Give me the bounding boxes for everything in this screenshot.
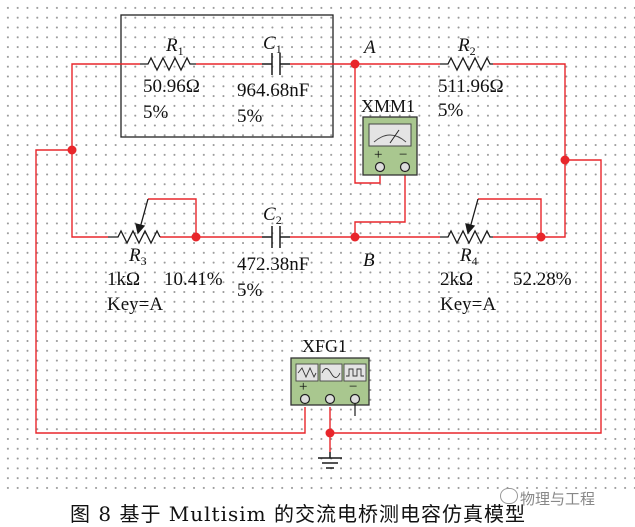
junction-nodes (67, 59, 570, 438)
c1-label: C1 (263, 33, 282, 56)
r3-key: Key=A (107, 294, 164, 315)
c2-tolerance: 5% (237, 280, 263, 301)
schematic-canvas (0, 0, 635, 490)
c2-capacitor[interactable] (262, 226, 290, 248)
junction-node (325, 428, 335, 438)
junction-node (560, 155, 570, 165)
function-generator-minus-label: − (349, 379, 358, 395)
junction-node (350, 232, 360, 242)
c2-label: C2 (263, 204, 282, 227)
r4-label: R4 (460, 245, 478, 268)
c1-capacitor[interactable] (262, 53, 290, 75)
r1-label: R1 (166, 35, 184, 58)
c1-tolerance: 5% (237, 106, 263, 127)
caption-bar (0, 492, 635, 526)
wires (35, 63, 602, 452)
node-a-label: A (364, 37, 376, 58)
r4-setting: 52.28% (513, 269, 572, 290)
multimeter-xmm1[interactable] (362, 116, 418, 176)
function-generator-xfg1[interactable] (290, 357, 370, 416)
figure-caption: 图 8 基于 Multisim 的交流电桥测电容仿真模型 (70, 502, 526, 526)
r3-setting: 10.41% (164, 269, 223, 290)
node-b-label: B (363, 250, 375, 271)
c2-value: 472.38nF (237, 254, 310, 275)
r3-label: R3 (129, 245, 147, 268)
r1-tolerance: 5% (143, 102, 169, 123)
multimeter-minus-label: − (399, 147, 408, 163)
junction-node (67, 145, 77, 155)
r4-key: Key=A (440, 294, 497, 315)
r3-value: 1kΩ (107, 269, 141, 290)
circuit-schematic (35, 14, 602, 469)
junction-node (191, 232, 201, 242)
r2-label: R2 (458, 35, 476, 58)
r4-value: 2kΩ (440, 269, 474, 290)
r2-tolerance: 5% (438, 100, 464, 121)
r4-potentiometer[interactable] (440, 198, 493, 245)
r1-resistor[interactable] (140, 56, 196, 72)
c1-value: 964.68nF (237, 80, 310, 101)
multimeter-title: XMM1 (361, 96, 416, 116)
function-generator-plus-label: + (299, 379, 308, 395)
r2-resistor[interactable] (440, 56, 493, 72)
r1-value: 50.96Ω (143, 76, 200, 97)
watermark-text: 物理与工程 (520, 490, 596, 508)
r2-value: 511.96Ω (438, 76, 504, 97)
junction-node (350, 59, 360, 69)
function-generator-title: XFG1 (302, 336, 348, 356)
ground-symbol (318, 452, 342, 469)
wechat-icon (500, 488, 518, 504)
r3-potentiometer[interactable] (108, 198, 161, 245)
selection-box (120, 14, 334, 138)
multimeter-plus-label: + (374, 147, 383, 163)
junction-node (536, 232, 546, 242)
